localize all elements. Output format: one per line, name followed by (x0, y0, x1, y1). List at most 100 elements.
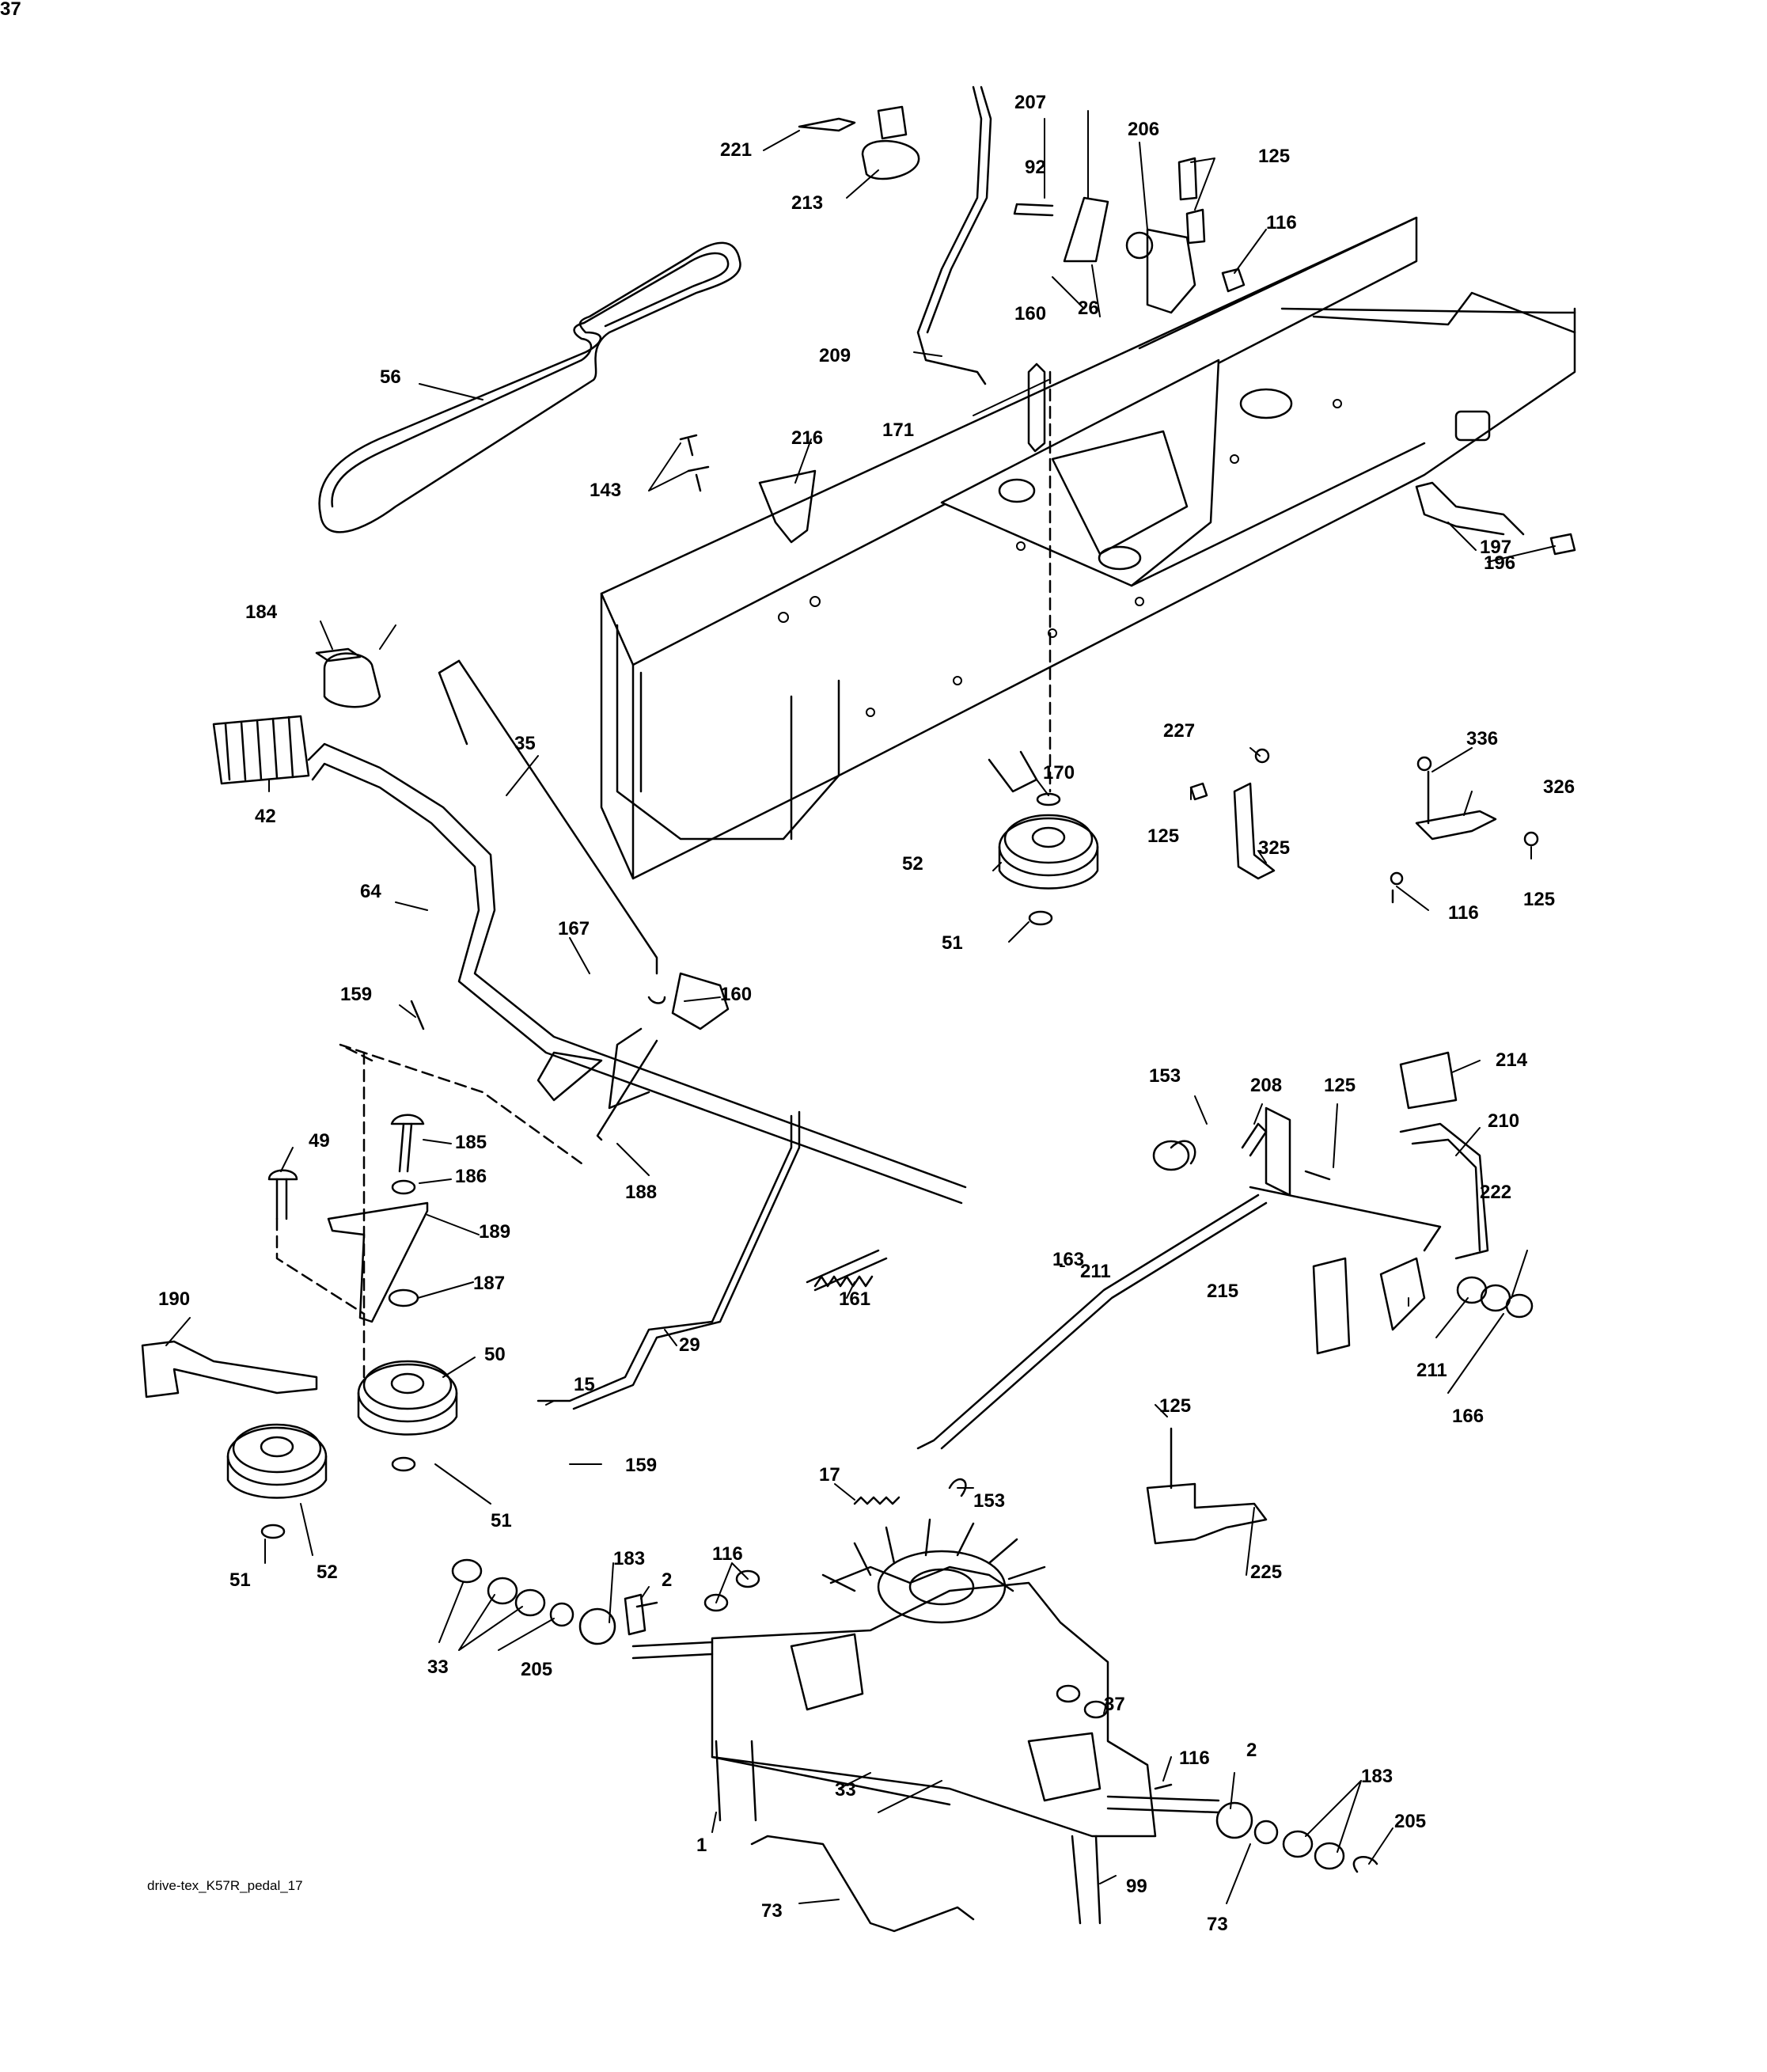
shift-lever (798, 85, 992, 385)
bracket-216 (679, 362, 1046, 544)
part-callout: 227 (1163, 720, 1196, 742)
part-callout: 51 (229, 1569, 251, 1591)
part-callout: 160 (1014, 303, 1047, 324)
part-callout: 197 (1480, 537, 1512, 558)
idler-pulley-upper (988, 370, 1099, 926)
part-callout: 170 (1043, 762, 1075, 784)
part-callout: 163 (1052, 1249, 1085, 1270)
rod-99 (750, 1835, 975, 1933)
part-callout: 49 (309, 1130, 330, 1152)
part-callout: 153 (973, 1490, 1006, 1512)
part-callout: 99 (1126, 1876, 1147, 1897)
part-callout: 213 (791, 192, 824, 214)
part-callout: 336 (1466, 728, 1499, 749)
part-callout: 42 (255, 806, 276, 827)
part-callout: 215 (1207, 1281, 1239, 1302)
transaxle (631, 1518, 1220, 1925)
part-callout: 205 (1394, 1811, 1427, 1832)
part-callout: 92 (1025, 157, 1046, 178)
part-callout: 50 (484, 1344, 506, 1365)
part-callout: 153 (1149, 1065, 1181, 1087)
part-callout: 159 (625, 1455, 658, 1476)
part-callout: 225 (1250, 1562, 1283, 1583)
part-callout: 73 (1207, 1914, 1228, 1935)
axle-hardware-left (451, 1558, 1109, 1719)
part-callout: 159 (340, 984, 373, 1005)
part-callout: 183 (1361, 1766, 1394, 1787)
part-callout: 205 (521, 1659, 553, 1680)
pedal-arms (315, 647, 730, 1110)
part-callout: 35 (514, 733, 536, 754)
bracket-189 (267, 1114, 429, 1323)
leader-lines (165, 110, 1556, 1904)
part-callout: 209 (819, 345, 851, 366)
part-callout: 190 (158, 1288, 191, 1310)
brake-pedal-assembly (916, 1051, 1534, 1450)
part-callout: 185 (455, 1132, 487, 1153)
pedal-shaft (212, 659, 967, 1205)
part-callout: 56 (380, 366, 401, 388)
part-callout: 196 (1484, 552, 1516, 574)
part-callout: 125 (1324, 1075, 1356, 1096)
chassis-frame (600, 216, 1576, 880)
part-callout: 167 (558, 918, 590, 939)
springs (806, 1249, 967, 1505)
part-callout: 221 (720, 139, 753, 161)
part-callout: 183 (613, 1548, 646, 1569)
part-callout: 189 (479, 1221, 511, 1243)
part-callout: 188 (625, 1182, 658, 1203)
part-callout: 116 (1179, 1748, 1210, 1769)
part-callout: 326 (1543, 776, 1576, 798)
part-callout: 52 (902, 853, 923, 875)
part-callout: 116 (1266, 212, 1297, 233)
axle-hardware-right (1154, 1783, 1378, 1873)
part-callout: 222 (1480, 1182, 1512, 1203)
part-callout: 73 (761, 1900, 783, 1922)
part-callout: 37 (0, 0, 21, 20)
part-callout: 216 (791, 427, 824, 449)
part-callout: 51 (491, 1510, 512, 1531)
part-callout: 125 (1258, 146, 1291, 167)
bracket-225 (1146, 1427, 1268, 1545)
part-callout: 2 (1246, 1740, 1257, 1761)
part-callout: 207 (1014, 92, 1047, 113)
part-callout: 187 (473, 1273, 506, 1294)
part-callout: 325 (1258, 837, 1291, 859)
lower-pulleys (141, 1340, 458, 1539)
part-callout: 125 (1523, 889, 1556, 910)
part-callout: 214 (1496, 1049, 1528, 1071)
part-callout: 206 (1128, 119, 1160, 140)
part-callout: 211 (1080, 1261, 1111, 1282)
part-callout: 1 (696, 1835, 707, 1856)
part-callout: 161 (839, 1288, 871, 1310)
part-callout: 116 (712, 1543, 743, 1565)
control-rod-29 (339, 1039, 801, 1410)
part-callout: 29 (679, 1334, 700, 1356)
part-callout: 125 (1147, 825, 1180, 847)
part-callout: 186 (455, 1166, 487, 1187)
upper-bracket (1013, 157, 1246, 314)
part-callout: 64 (360, 881, 381, 902)
part-callout: 211 (1416, 1360, 1447, 1381)
part-callout: 210 (1488, 1110, 1520, 1132)
part-callout: 33 (427, 1656, 449, 1678)
part-callout: 143 (590, 480, 622, 501)
part-callout: 51 (942, 932, 963, 954)
drive-belt (318, 241, 741, 533)
part-callout: 15 (574, 1374, 595, 1395)
part-callout: 160 (720, 984, 753, 1005)
part-callout: 116 (1448, 902, 1479, 924)
part-callout: 184 (245, 601, 278, 623)
lever-197 (1415, 481, 1576, 556)
part-callout: 125 (1159, 1395, 1192, 1417)
part-callout: 208 (1250, 1075, 1283, 1096)
part-callout: 166 (1452, 1406, 1485, 1427)
part-callout: 17 (819, 1464, 840, 1486)
part-callout: 33 (835, 1779, 856, 1801)
part-callout: 26 (1078, 298, 1099, 319)
part-callout: 171 (882, 419, 915, 441)
diagram-caption: drive-tex_K57R_pedal_17 (147, 1878, 303, 1893)
part-callout: 2 (662, 1569, 673, 1591)
